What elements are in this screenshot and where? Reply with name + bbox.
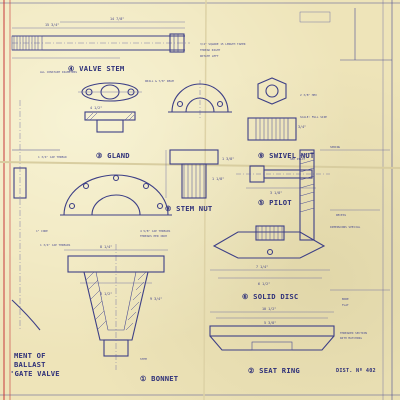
note-stem-label: STEM bbox=[140, 357, 147, 361]
dim-pilot: 3 1/8" bbox=[270, 191, 282, 195]
dim-disc-2: 6 1/2" bbox=[258, 282, 270, 286]
assembly-section: 1 3/4" CAP THREAD 1" CORE MENT OF BALLAS… bbox=[10, 100, 67, 378]
title-gland: ③ GLAND bbox=[96, 151, 130, 160]
gland-drawing: DRILL & 7/8" REAM 4 1/2" ③ GLAND bbox=[78, 79, 174, 160]
swivel-nut-drawing: 2 3/8" HEX 3/4" ⑨ SWIVEL NUT bbox=[247, 77, 317, 160]
dim-stem-nut-1: 1 3/8" bbox=[222, 157, 234, 161]
title-pilot: ⑤ PILOT bbox=[258, 198, 292, 207]
stem-nut-drawing: 1 3/8" 1 1/8" ⑧ STEM NUT bbox=[165, 149, 234, 213]
note-recess: RECESS bbox=[336, 213, 346, 217]
dim-bonnet-height: 9 3/4" bbox=[150, 297, 162, 301]
dim-stem-length: 15 3/4" bbox=[45, 23, 59, 27]
note-seat-1: THREADED SECTION bbox=[340, 331, 367, 335]
note-bonnet-2: THREADS PER INCH bbox=[140, 234, 167, 238]
bonnet-drawing: 8 1/4" 4 5/8" CAP THREADS THREADS PER IN… bbox=[40, 174, 179, 383]
note-bore: BORE bbox=[342, 297, 349, 301]
note-seat-2: WITH MATCHING bbox=[340, 336, 362, 340]
title-block-top bbox=[299, 8, 392, 61]
dim-bonnet-width: 8 1/4" bbox=[100, 245, 112, 249]
pilot-drawing: 3 1/8" ⑤ PILOT SEE PILOT bbox=[236, 157, 330, 207]
title-assembly-2: BALLAST bbox=[14, 360, 46, 369]
spring-drawing: SPRING bbox=[299, 145, 390, 241]
title-swivel-nut: ⑨ SWIVEL NUT bbox=[258, 151, 315, 160]
title-seat-ring: ② SEAT RING bbox=[248, 366, 300, 375]
seat-ring-drawing: 10 1/2" 5 3/8" THREADED SECTION WITH MAT… bbox=[209, 307, 367, 375]
note-cap: 1 3/4" CAP THREAD bbox=[38, 155, 67, 159]
note-scale: SCALE: FULL SIZE bbox=[300, 115, 327, 119]
note-flat: FLAT bbox=[342, 303, 349, 307]
title-solid-disc: ⑥ SOLID DISC bbox=[242, 292, 298, 301]
dim-gland: 4 1/2" bbox=[90, 106, 102, 110]
note-core: 1" CORE bbox=[36, 229, 48, 233]
solid-disc-drawing: 7 1/4" 6 1/2" DIMENSIONS SPECIAL ⑥ SOLID… bbox=[210, 225, 361, 301]
note-stem-spec-3: ROTATE LEFT bbox=[200, 54, 219, 58]
dim-seat-1: 10 1/2" bbox=[262, 307, 276, 311]
title-assembly-1: MENT OF bbox=[14, 351, 46, 360]
title-valve-stem: ④ VALVE STEM bbox=[68, 64, 125, 73]
right-column-details: RECESS BORE FLAT SCALE: FULL SIZE DIST. … bbox=[300, 115, 390, 374]
dim-bonnet-neck: 3 1/2" bbox=[100, 292, 112, 296]
title-stem-nut: ⑧ STEM NUT bbox=[165, 204, 213, 213]
flange-drawing bbox=[168, 80, 232, 120]
note-pilot: SEE PILOT bbox=[290, 157, 305, 161]
note-spring: SPRING bbox=[330, 145, 340, 149]
note-stem-spec-2: THREAD RIGHT bbox=[200, 48, 221, 52]
title-assembly-3: 'GATE VALVE bbox=[10, 369, 60, 378]
valve-stem-drawing: 15 3/4" 14 7/8" ALL CONSTANT DIAMETERS 3… bbox=[11, 17, 246, 74]
note-disc: DIMENSIONS SPECIAL bbox=[330, 225, 361, 229]
dim-stem-nut-2: 1 1/8" bbox=[212, 177, 224, 181]
note-bonnet-3: 1 3/4" CAP THREADS bbox=[40, 243, 71, 247]
dim-swivel: 3/4" bbox=[298, 125, 306, 129]
note-drill: DRILL & 7/8" REAM bbox=[145, 79, 174, 83]
dim-seat-2: 5 3/8" bbox=[264, 321, 276, 325]
note-swivel: 2 3/8" HEX bbox=[300, 93, 317, 97]
dist-number: DIST. Nº 402 bbox=[336, 368, 376, 374]
dim-stem-thread: 14 7/8" bbox=[110, 17, 124, 21]
title-bonnet: ① BONNET bbox=[140, 374, 179, 383]
note-bonnet-1: 4 5/8" CAP THREADS bbox=[140, 229, 171, 233]
note-stem-spec-4: ALL CONSTANT DIAMETERS bbox=[40, 70, 77, 74]
note-stem-spec-1: 3/4" SQUARE 15 LENGTH TAPER bbox=[200, 42, 246, 46]
dim-disc-1: 7 1/4" bbox=[256, 265, 268, 269]
